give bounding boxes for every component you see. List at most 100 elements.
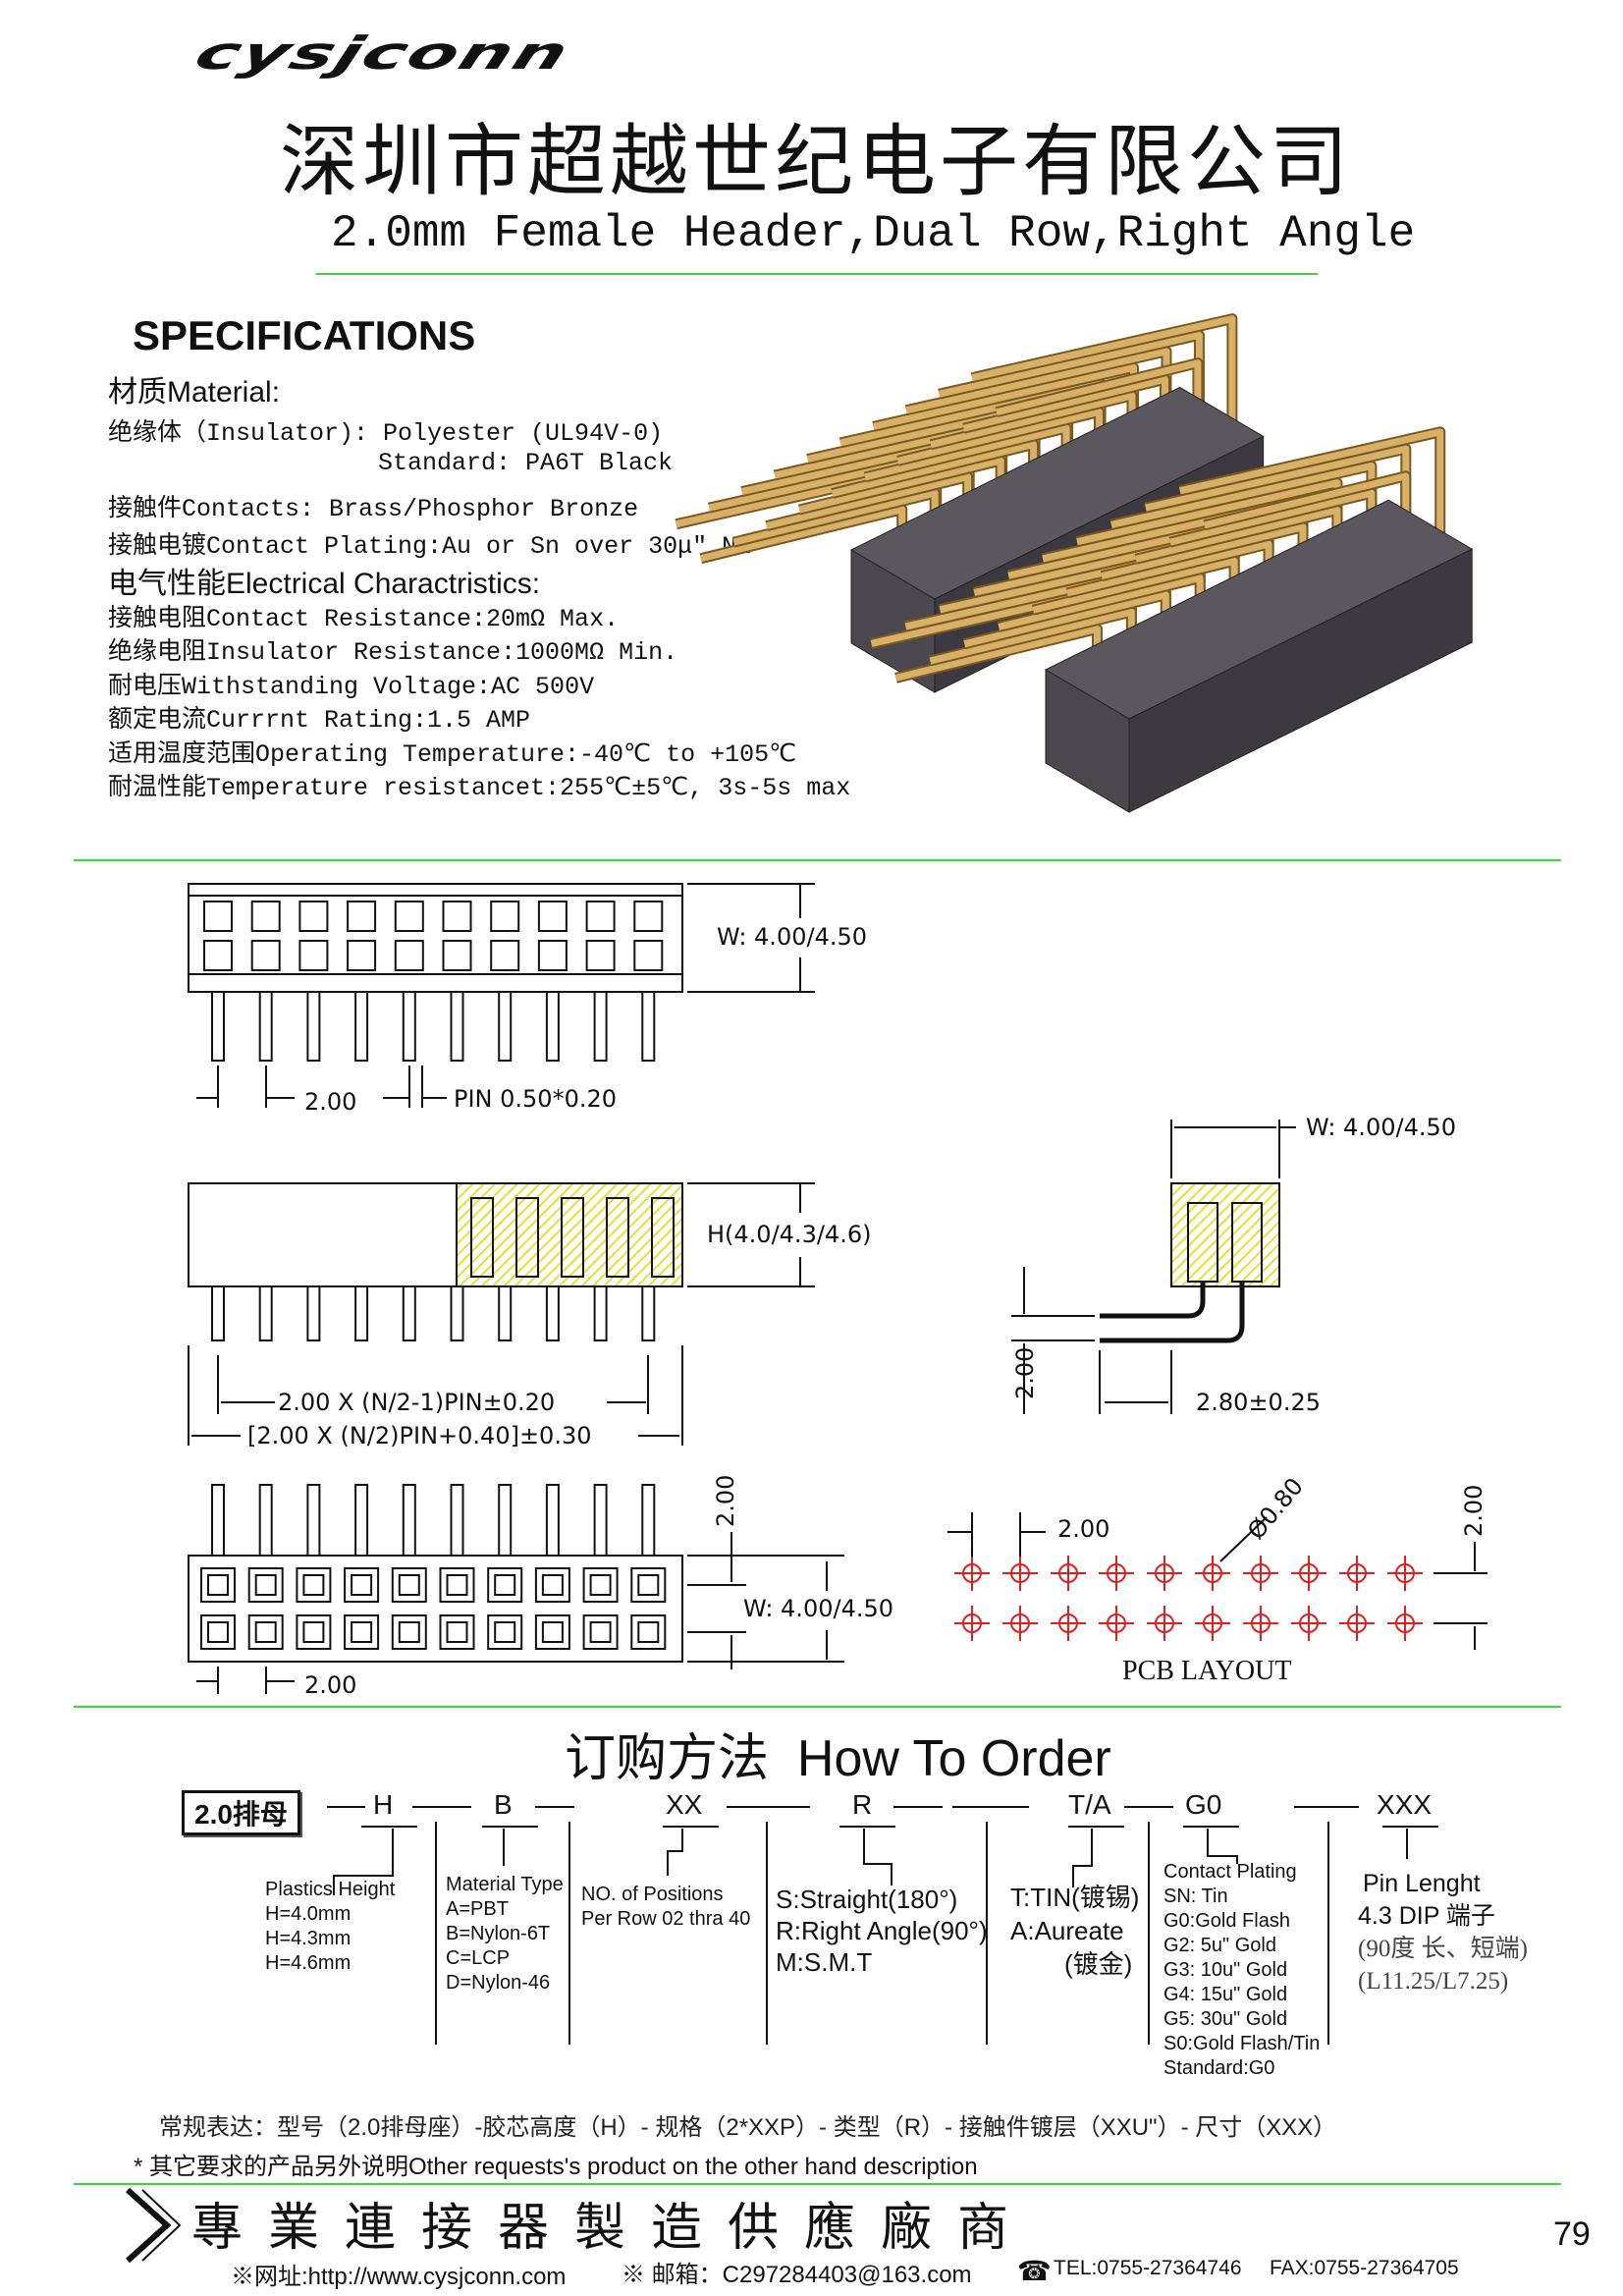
code-ta: T/A [1068, 1789, 1111, 1820]
pin [1007, 513, 1272, 621]
spec-operating-temp: 适用温度范围Operating Temperature:-40℃ to +105… [108, 740, 797, 769]
side-view-contact [606, 1197, 629, 1278]
spec-contacts: 接触件Contacts: Brass/Phosphor Bronze [108, 495, 639, 523]
pin-outline [839, 378, 1107, 487]
pcb-hole [1347, 1563, 1367, 1583]
pin [904, 564, 1169, 672]
desc-item: C=LCP [446, 1947, 511, 1969]
desc-item: G2: 5u" Gold [1163, 1935, 1276, 1956]
pcb-hole [1395, 1613, 1415, 1633]
bottom-view-cavity-inner [302, 1574, 325, 1596]
end-width-label: W: 4.00/4.50 [1306, 1114, 1456, 1141]
side-view-pin [593, 1285, 608, 1341]
body-length-label: [2.00 X (N/2)PIN+0.40]±0.30 [247, 1422, 592, 1449]
spec-voltage: 耐电压Withstanding Voltage:AC 500V [108, 673, 595, 701]
desc-title: Plastics Height [265, 1879, 396, 1900]
other-requests-note: * 其它要求的产品另外说明Other requests's product on… [134, 2154, 978, 2180]
side-view-hatch [456, 1182, 683, 1287]
bottom-view-cavity-inner [302, 1621, 325, 1643]
pin-outline [995, 357, 1204, 418]
pin-outline [831, 438, 1040, 499]
chevron-icon [125, 2187, 182, 2264]
top-view-pin [450, 991, 464, 1062]
bottom-view-pin [641, 1484, 656, 1557]
code-g0: G0 [1185, 1789, 1222, 1820]
pin-outline [773, 410, 1041, 520]
pin-outline [797, 455, 1006, 516]
pin-outline [929, 390, 1138, 451]
pin-outline [1134, 504, 1343, 565]
bottom-view-pin [498, 1484, 513, 1557]
pcb-hole [1299, 1613, 1319, 1633]
type-desc: S:Straight(180°) R:Right Angle(90°) M:S.… [776, 1884, 988, 1978]
pin-outline [1144, 443, 1412, 553]
bottom-view-cavity-inner [351, 1621, 373, 1643]
specifications-heading: SPECIFICATIONS [133, 312, 476, 358]
divider-3 [74, 2183, 1561, 2185]
bottom-row-pitch-label: 2.00 [712, 1474, 739, 1527]
end-view-pin [1100, 1282, 1206, 1319]
pcb-hole [1299, 1563, 1319, 1583]
bottom-view-cavity [391, 1614, 427, 1650]
pin [765, 473, 972, 530]
pin-outline [904, 346, 1172, 455]
pin-outline [1100, 521, 1309, 582]
desc-item: H=4.0mm [265, 1903, 352, 1925]
desc-item: G3: 10u" Gold [1163, 1959, 1288, 1981]
top-view-pin [306, 991, 321, 1062]
pin [870, 580, 1135, 688]
pin-outline [1006, 511, 1274, 621]
pin-outline [1041, 494, 1309, 603]
pcb-hole [1155, 1613, 1174, 1633]
block-side [1045, 669, 1130, 813]
code-xxx: XXX [1377, 1789, 1433, 1820]
top-view-contact [347, 940, 377, 971]
desc-item: D=Nylon-46 [446, 1972, 551, 1994]
desc-title: Pin Lenght [1363, 1870, 1481, 1897]
bottom-view-cavity-inner [541, 1574, 564, 1596]
top-view-pin [402, 991, 416, 1062]
top-width-label: W: 4.00/4.50 [717, 923, 867, 951]
pin [864, 424, 1070, 481]
desc-item: M:S.M.T [776, 1947, 873, 1977]
pin-outline [1109, 460, 1378, 570]
spec-insulator: 绝缘体（Insulator): Polyester (UL94V-0) [108, 419, 664, 448]
top-view-pin [545, 991, 560, 1062]
desc-item: (镀金) [1064, 1949, 1133, 1979]
pin-outline [973, 528, 1240, 637]
pin [831, 440, 1038, 497]
pin [1145, 445, 1410, 553]
top-view-contact [585, 940, 616, 971]
desc-item: R:Right Angle(90°) [776, 1916, 988, 1945]
material-type-desc: Material Type A=PBT B=Nylon-6T C=LCP D=N… [446, 1873, 564, 1995]
end-view-slot [1231, 1202, 1263, 1283]
leader-r [863, 1829, 893, 1886]
plastics-height-desc: Plastics Height H=4.0mm H=4.3mm H=4.6mm [265, 1878, 395, 1976]
pin-outline [894, 623, 1103, 683]
bottom-width-label: W: 4.00/4.50 [743, 1595, 893, 1622]
website-link[interactable]: ※网址:http://www.cysjconn.com [231, 2264, 567, 2290]
side-view-pin [450, 1285, 464, 1341]
pin [1076, 479, 1341, 586]
spec-insulator-resistance: 绝缘电阻Insulator Resistance:1000MΩ Min. [108, 638, 678, 667]
bottom-view-cavity-inner [637, 1574, 660, 1596]
pin-span-label: 2.00 X (N/2-1)PIN±0.20 [278, 1389, 556, 1416]
pin-size-label: PIN 0.50*0.20 [454, 1085, 618, 1113]
pcb-hole [1395, 1563, 1415, 1583]
bottom-view-pin [354, 1484, 369, 1557]
material-heading: 材质Material: [108, 376, 281, 409]
pin-outline [904, 562, 1171, 672]
email-link[interactable]: ※ 邮箱：C297284403@163.com [622, 2262, 972, 2288]
pin-length-desc: Pin Lenght 4.3 DIP 端子 (90度 长、短端) (L11.25… [1358, 1868, 1528, 1997]
order-prefix-box: 2.0排母 [182, 1790, 300, 1835]
pin-outline [962, 589, 1171, 650]
pin-outline [806, 394, 1074, 504]
desc-item: T:TIN(镀锡) [1010, 1883, 1140, 1912]
divider-2 [74, 1706, 1561, 1708]
pin [963, 591, 1169, 648]
bottom-view-cavity-inner [446, 1574, 468, 1596]
pin-outline [870, 578, 1137, 688]
slogan: 專業連接器製造供應廠商 [191, 2199, 1035, 2258]
code-b: B [494, 1789, 513, 1820]
leader-xx [667, 1829, 683, 1876]
